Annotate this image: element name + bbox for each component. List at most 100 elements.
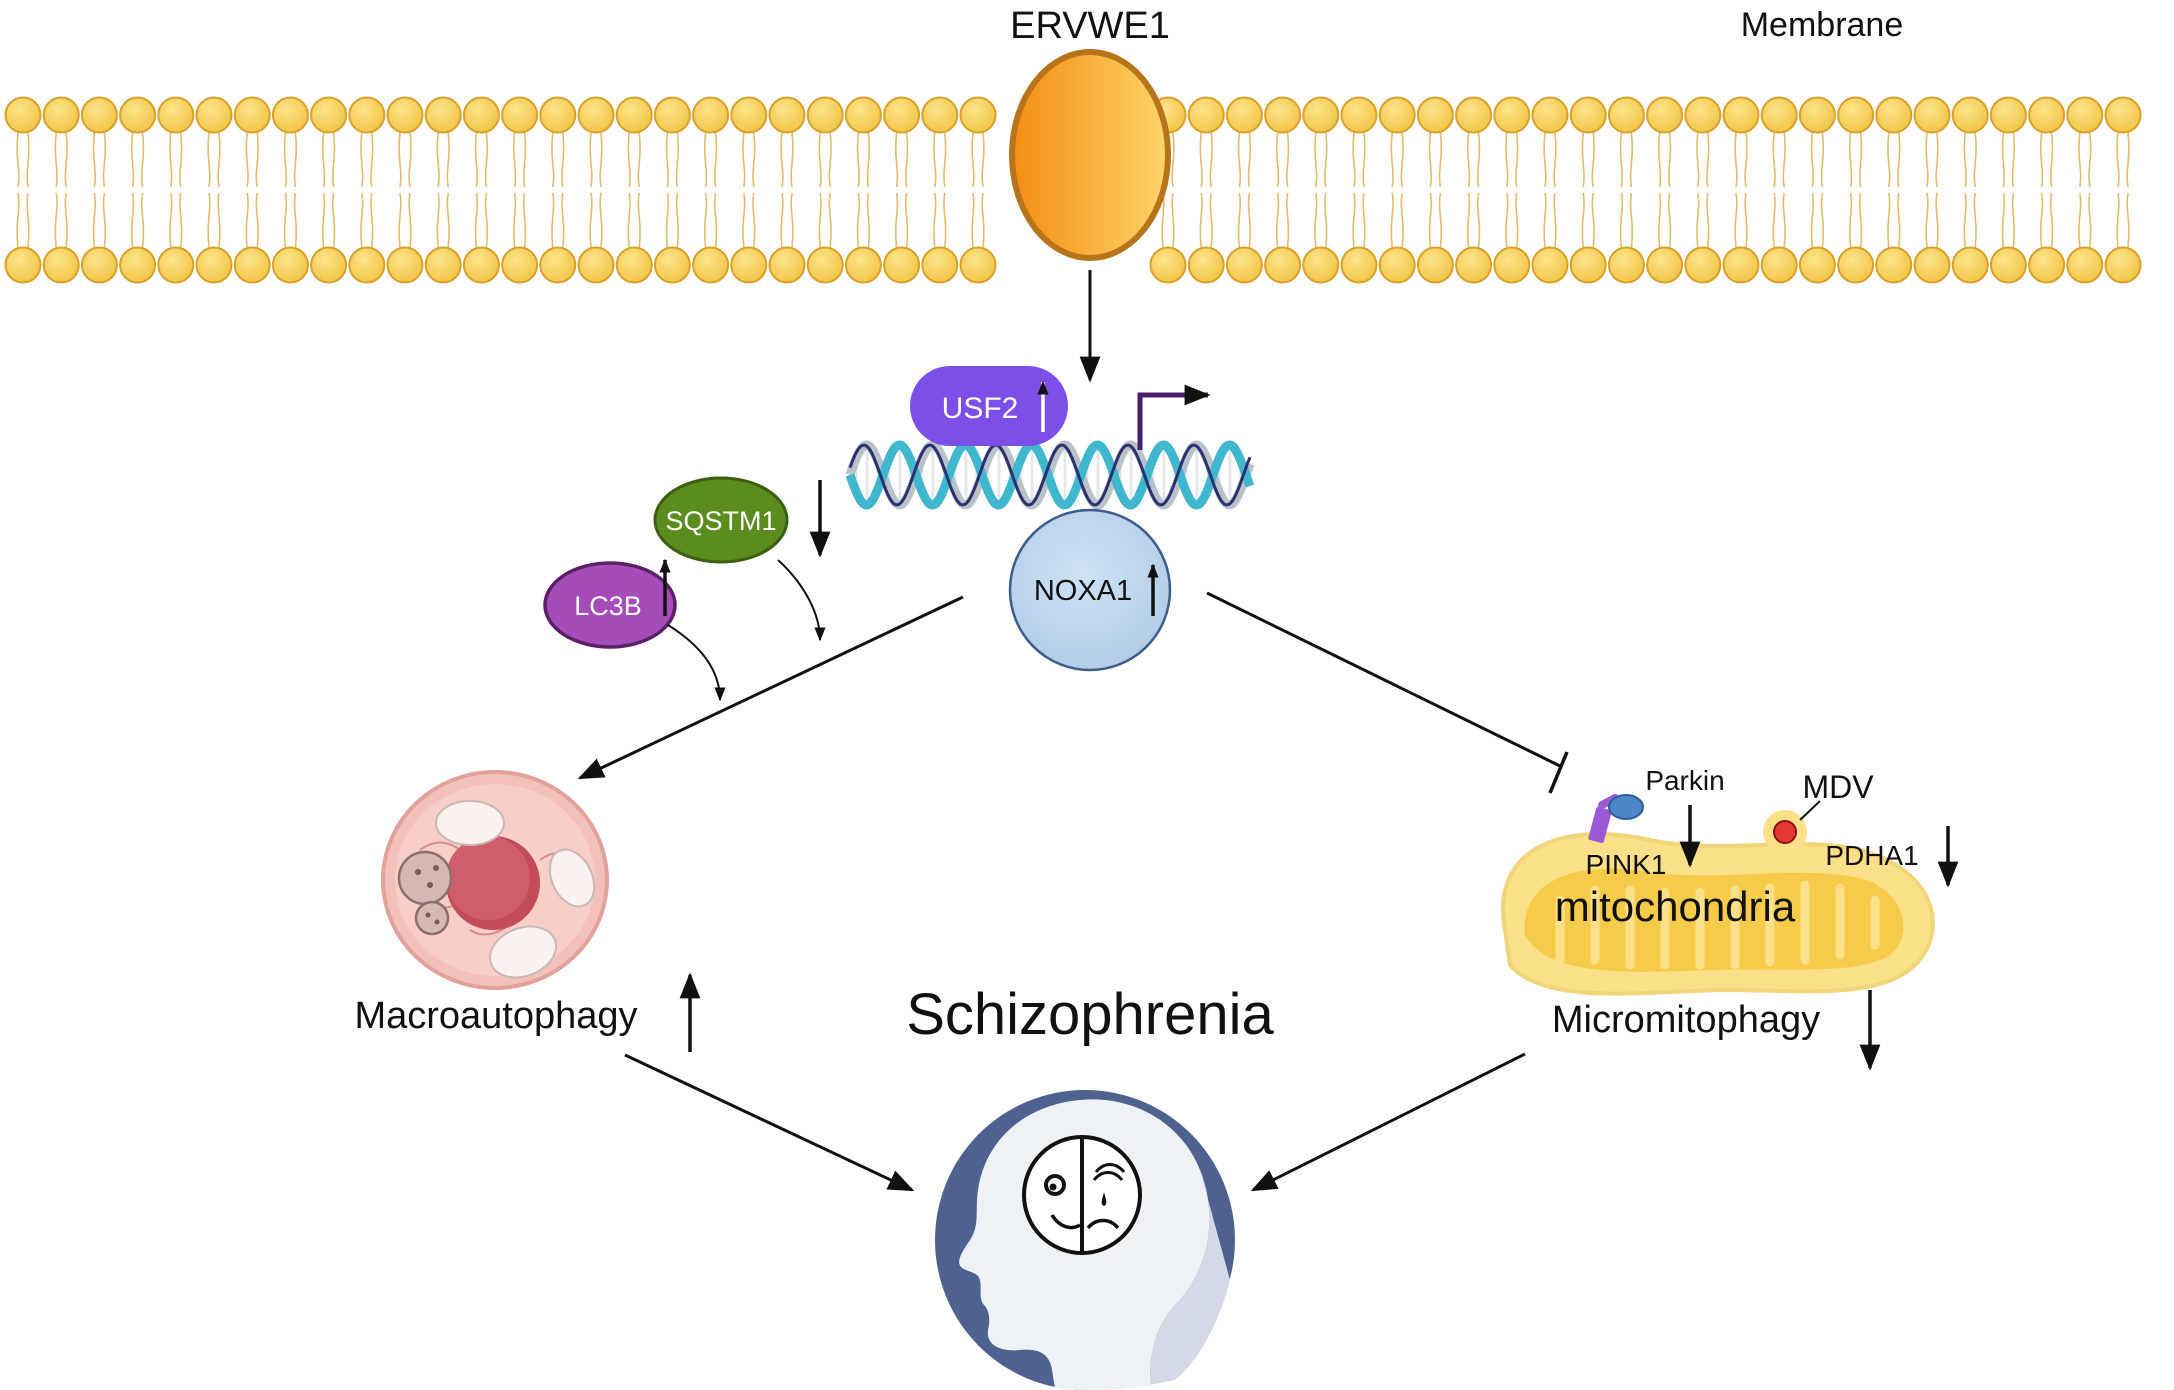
lipid-tails	[1581, 132, 1595, 248]
lipid-tails	[1810, 132, 1825, 248]
lipid-head	[653, 246, 691, 284]
lipid-head	[615, 96, 653, 134]
noxa1-protein: NOXA1	[1008, 508, 1172, 672]
lipid-head	[2028, 96, 2066, 134]
lipid-tails	[512, 132, 527, 248]
lipid-head	[921, 96, 959, 134]
lipid-head	[462, 246, 500, 284]
micromitophagy-label: Micromitophagy	[1552, 999, 1820, 1041]
lipid-head	[692, 246, 730, 284]
lipid-tails	[436, 132, 450, 248]
lipid-head	[157, 96, 195, 134]
lipid-head	[1684, 246, 1722, 284]
dna-helix-icon	[845, 440, 1255, 510]
lipid-tails	[1543, 132, 1557, 248]
lipid-tails	[894, 132, 909, 248]
lipid-head	[1875, 246, 1913, 284]
lipid-tails	[1848, 132, 1863, 248]
lipid-head	[1264, 96, 1302, 134]
lipid-head	[271, 96, 309, 134]
lipid-head	[768, 246, 806, 284]
lipid-head	[539, 96, 577, 134]
lipid-head	[921, 246, 959, 284]
lipid-tails	[627, 132, 641, 248]
lipid-tails	[1199, 132, 1213, 248]
lipid-tails	[130, 132, 145, 248]
mitochondria-label: mitochondria	[1555, 883, 1796, 930]
lipid-head	[1646, 246, 1684, 284]
lipid-tails	[1466, 132, 1481, 248]
lipid-head	[42, 96, 80, 134]
lipid-tails	[16, 132, 30, 248]
promoter-arrow-icon	[1137, 384, 1211, 450]
lipid-head	[2066, 96, 2104, 134]
lipid-head	[2066, 246, 2104, 284]
lipid-head	[1378, 246, 1416, 284]
lipid-tails	[665, 132, 680, 248]
lipid-head	[577, 96, 615, 134]
lipid-tails	[933, 132, 947, 248]
lipid-head	[195, 96, 233, 134]
lipid-head	[1913, 246, 1951, 284]
lipid-head	[1989, 246, 2027, 284]
lipid-tails	[169, 132, 183, 248]
lipid-head	[271, 246, 309, 284]
lipid-head	[1913, 96, 1951, 134]
inhibition-icon	[1206, 591, 1569, 794]
cell-icon	[381, 770, 609, 990]
lipid-head	[386, 246, 424, 284]
lipid-head	[1416, 96, 1454, 134]
lipid-head	[1531, 96, 1569, 134]
lipid-head	[386, 96, 424, 134]
lipid-head	[768, 96, 806, 134]
lipid-tails	[1619, 132, 1634, 248]
pdha1-label: PDHA1	[1825, 840, 1918, 871]
lipid-tails	[1390, 132, 1404, 248]
lipid-tails	[1657, 132, 1672, 248]
pink1-label: PINK1	[1586, 849, 1667, 880]
lipid-tails	[856, 132, 871, 248]
lipid-head	[424, 246, 462, 284]
lipid-tails	[2116, 132, 2130, 248]
lipid-head	[692, 96, 730, 134]
lipid-head	[233, 96, 271, 134]
lipid-head	[844, 246, 882, 284]
lipid-head	[1951, 96, 1989, 134]
lipid-tails	[1505, 132, 1519, 248]
lipid-tails	[283, 132, 298, 248]
lipid-head	[119, 96, 157, 134]
lipid-head	[1264, 246, 1302, 284]
lipid-head	[806, 96, 844, 134]
lipid-tails	[1963, 132, 1977, 248]
lipid-head	[1493, 96, 1531, 134]
lipid-tails	[1925, 132, 1939, 248]
lipid-head	[730, 246, 768, 284]
lipid-head	[1569, 96, 1607, 134]
lipid-tails	[1275, 132, 1290, 248]
lipid-head	[233, 246, 271, 284]
lipid-head	[348, 246, 386, 284]
lipid-head	[1455, 96, 1493, 134]
lipid-head	[80, 246, 118, 284]
lipid-head	[1302, 96, 1340, 134]
dna-strand	[845, 440, 1255, 510]
lipid-head	[1798, 246, 1836, 284]
lipid-head	[1837, 246, 1875, 284]
lipid-head	[539, 246, 577, 284]
lipid-head	[42, 246, 80, 284]
lipid-head	[1225, 246, 1263, 284]
lipid-head	[1531, 246, 1569, 284]
lipid-tails	[1772, 132, 1786, 248]
lipid-head	[1493, 246, 1531, 284]
lipid-tails	[474, 132, 489, 248]
ervwe1-receptor	[1009, 49, 1171, 261]
lipid-head	[959, 246, 997, 284]
lipid-head	[4, 246, 42, 284]
lipid-head	[501, 96, 539, 134]
lipid-head	[2104, 246, 2142, 284]
lipid-tails	[398, 132, 412, 248]
lipid-head	[1302, 246, 1340, 284]
noxa1-label: NOXA1	[1034, 575, 1132, 607]
receptor-label: ERVWE1	[1010, 5, 1170, 47]
micromitophagy-to-schizophrenia-arrow	[1250, 1052, 1526, 1192]
